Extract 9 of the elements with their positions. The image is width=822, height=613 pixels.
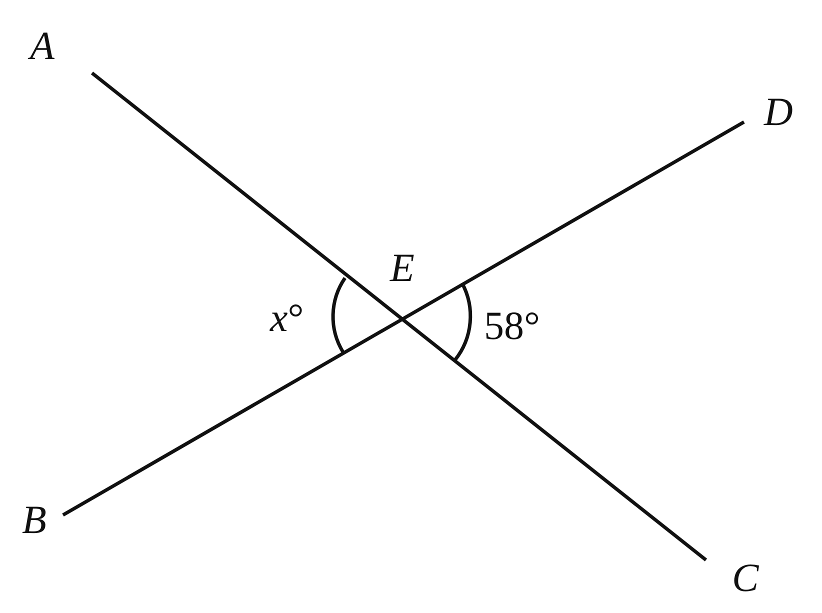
line-segment [90,72,708,562]
point-label: D [764,92,793,132]
point-label: B [22,500,46,540]
angle-label: 58° [484,306,540,346]
point-label: C [732,558,759,598]
angle-label: x° [270,298,304,338]
point-label: E [390,248,414,288]
line-segment [62,120,745,517]
point-label: A [30,26,54,66]
